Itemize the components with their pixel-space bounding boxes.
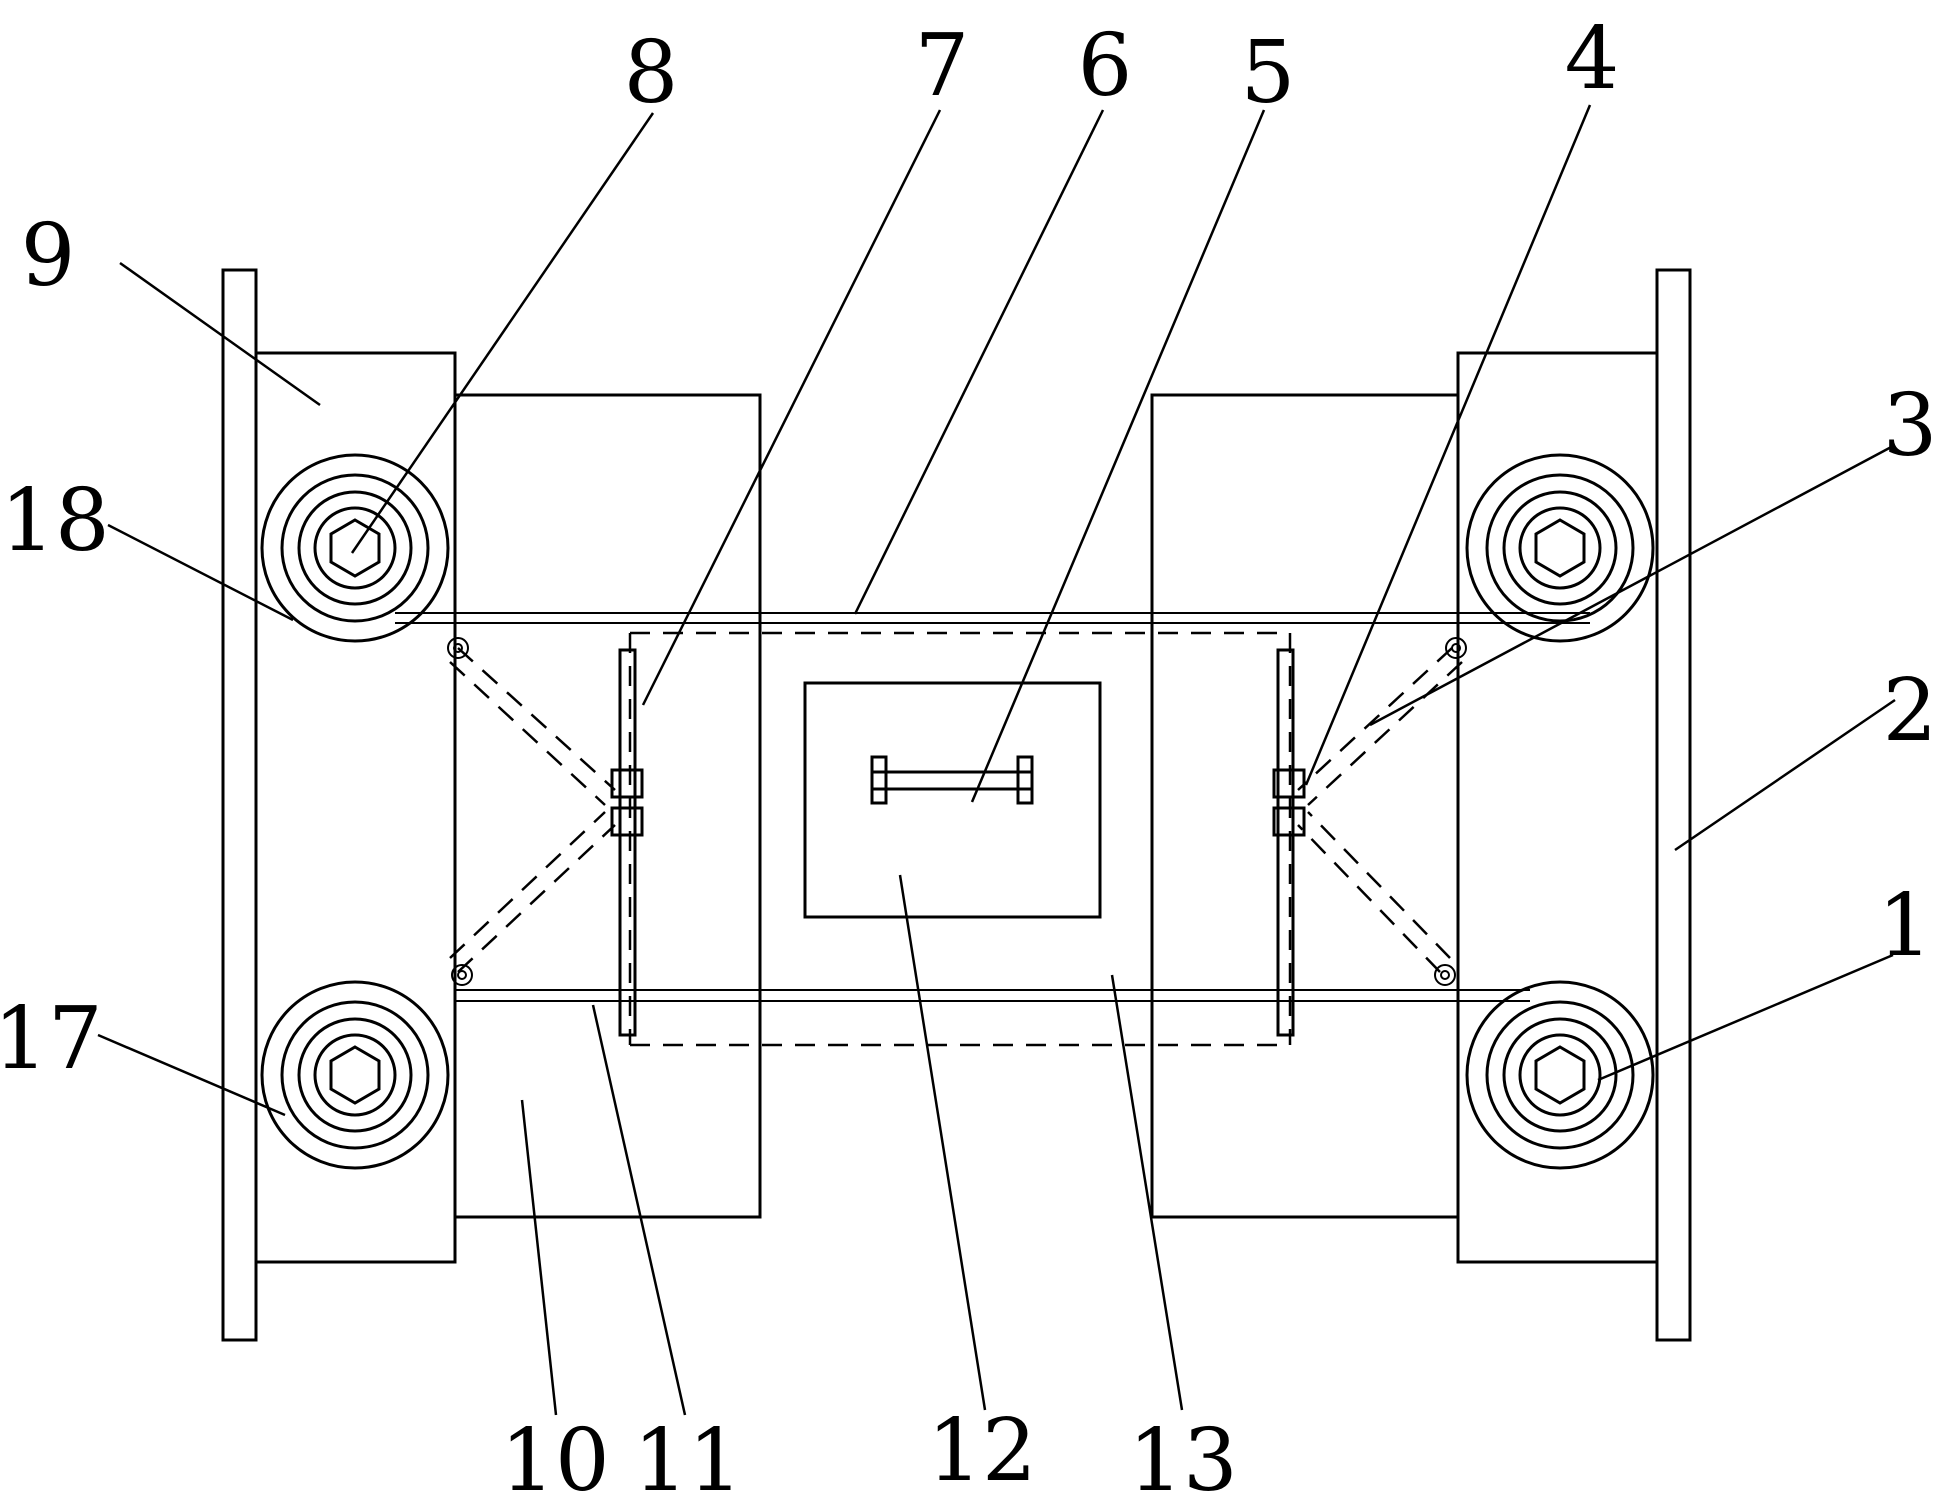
left-mounting-plate [254,351,457,1264]
leader-lines [97,104,1896,1416]
label-8: 8 [624,23,679,123]
left-inner-block [453,393,762,1219]
roller-bottom-right [1465,980,1655,1170]
label-7: 7 [915,16,970,116]
label-11: 11 [633,1411,742,1503]
label-4: 4 [1565,9,1620,109]
label-12: 12 [927,1401,1036,1501]
roller-bottom-left [260,980,450,1170]
right-inner-block [1150,393,1460,1219]
left-guide-bar [618,648,637,1037]
label-18: 18 [0,471,109,571]
lower-belt [455,989,1530,1002]
roller-top-left [260,453,450,643]
label-13: 13 [1128,1411,1237,1503]
label-6: 6 [1078,16,1133,116]
dashed-frame [628,631,1292,1047]
roller-top-right [1465,453,1655,643]
left-sliders [610,768,644,837]
label-9: 9 [21,206,76,306]
label-3: 3 [1883,376,1934,476]
label-17: 17 [0,989,103,1089]
label-1: 1 [1878,876,1933,976]
upper-belt [395,612,1590,624]
label-5: 5 [1241,23,1296,123]
pivot-nuts [447,637,1467,986]
i-shaped-component [870,755,1034,805]
right-guide-bar [1276,648,1295,1037]
right-side-rail [1655,268,1692,1342]
label-10: 10 [500,1411,609,1503]
right-linkage-arms [1297,647,1463,973]
left-linkage-arms [449,647,616,973]
label-2: 2 [1883,661,1934,761]
left-side-rail [221,268,258,1342]
central-panel [803,681,1102,919]
right-sliders [1272,768,1306,837]
